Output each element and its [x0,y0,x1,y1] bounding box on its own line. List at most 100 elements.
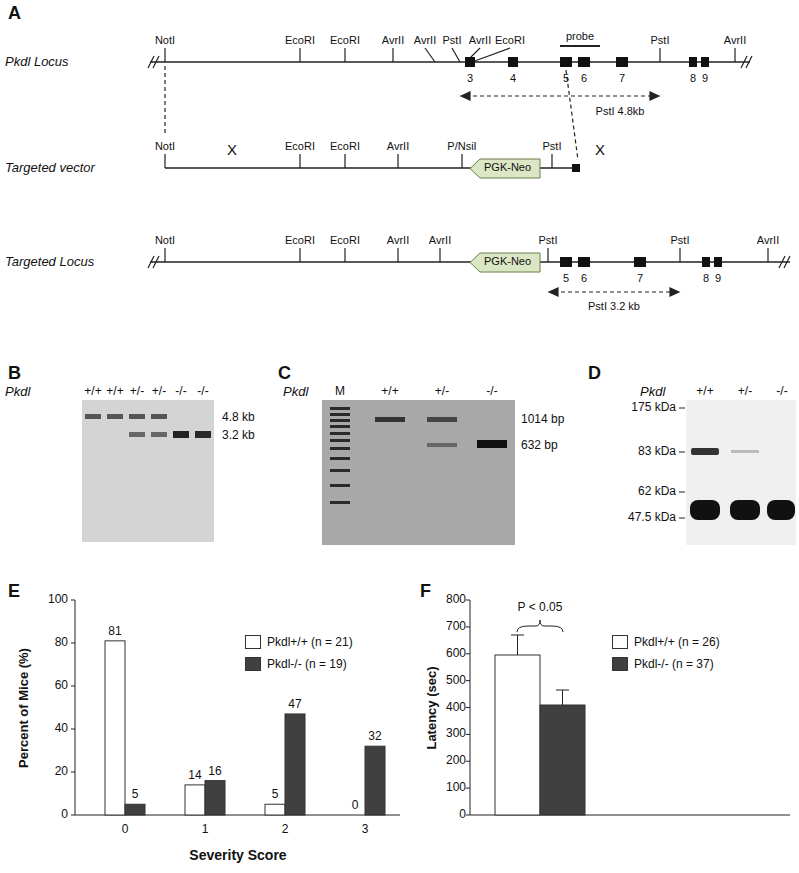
southern-blot [129,431,211,438]
genotype-label: -/- [486,385,497,398]
exon-number: 6 [581,72,587,84]
legend-swatch [612,635,628,649]
tick-label: 400 [446,701,466,714]
site-label: PstI [443,34,462,46]
pcr-gel [330,425,350,428]
latency-bars [495,620,585,815]
exon-box [634,257,646,267]
tick-label: 200 [446,755,466,768]
site-label: AvrII [387,140,409,152]
tick-label: 0 [459,808,466,821]
pcr-gel [427,417,457,422]
fragment-size: PstI 3.2 kb [586,300,642,312]
site-label: EcoRI [495,34,525,46]
pcr-gel [330,469,350,472]
tick-label: 700 [446,620,466,633]
bar [265,804,285,815]
exon-number: 3 [467,72,473,84]
axis-title: Latency (sec) [425,666,439,749]
tick-label: 40 [55,722,68,735]
site-label: AvrII [429,234,451,246]
row-label: Targeted Locus [5,255,94,269]
tick-label: 3 [362,823,369,836]
mw-marker: 62 kDa [638,485,676,498]
pcr-gel [330,484,350,487]
legend-label: Pkdl+/+ (n = 21) [267,635,353,649]
legend-label: Pkdl+/+ (n = 26) [634,635,720,649]
genotype-label: +/+ [696,385,713,398]
legend-item: Pkdl-/- (n = 19) [245,657,347,671]
legend-swatch [612,657,628,671]
pcr-gel [322,400,515,545]
cassette-shape [470,159,540,178]
gene-map [670,288,679,296]
chart-axes [466,600,470,815]
gene-map [549,288,558,296]
exon-box [702,257,710,267]
southern-blot [82,400,214,542]
tick-label: 100 [446,782,466,795]
site-label: AvrII [469,34,491,46]
bar [345,815,365,816]
genotype-header: Pkdl [5,385,30,399]
genotype-label: +/+ [106,385,123,398]
southern-blot [129,432,145,437]
genotype-label: -/- [197,385,208,398]
legend-item: Pkdl-/- (n = 37) [612,657,714,671]
exon-number: 7 [619,72,625,84]
panel-letter: B [8,364,21,384]
site-label: AvrII [387,234,409,246]
site-label: AvrII [414,34,436,46]
genotype-label: -/- [776,385,787,398]
site-label: PstI [651,34,670,46]
tick-label: 800 [446,593,466,606]
gene-map [148,256,790,268]
crossover-mark: X [227,142,237,159]
chart-axes [75,600,400,815]
exon-number: 8 [690,72,696,84]
exon-number: 9 [715,272,721,284]
cassette-label: PGK-Neo [469,252,541,270]
bar [105,641,125,815]
panel-letter: F [420,582,431,602]
site-label: PstI [539,234,558,246]
pcr-gel [330,447,350,450]
bar [365,746,385,815]
pcr-gel [330,501,350,504]
bar-value: 47 [288,698,301,711]
tick-label: 60 [55,679,68,692]
bar [285,714,305,815]
gene-map [165,48,735,62]
genotype-header: Pkdl [640,385,665,399]
genotype-label: +/+ [84,385,101,398]
exon-box [578,57,590,67]
site-label: EcoRI [330,140,360,152]
bar [125,804,145,815]
pcr-gel [330,407,350,410]
chart-axes [71,600,790,815]
bar-value: 32 [368,731,381,744]
tick-label: 0 [122,823,129,836]
row-label: Targeted vector [5,161,95,175]
cassette-label: PGK-Neo [469,158,541,176]
tick-label: 80 [55,636,68,649]
axis-title: Percent of Mice (%) [17,648,31,768]
pcr-gel [477,440,507,448]
western-blot [679,400,796,545]
southern-blot [151,432,167,437]
site-label: PstI [671,234,690,246]
exon-number: 8 [703,272,709,284]
bar [205,781,225,815]
site-label: EcoRI [285,234,315,246]
tick-label: 100 [48,593,68,606]
exon-box [689,57,697,67]
bar-value: 5 [272,789,279,802]
bar-value: 0 [352,799,359,812]
size-marker: 1014 bp [521,413,564,426]
gene-map [148,56,752,68]
legend-swatch [245,657,261,671]
western-blot [691,448,719,455]
legend-item: Pkdl+/+ (n = 26) [612,635,720,649]
